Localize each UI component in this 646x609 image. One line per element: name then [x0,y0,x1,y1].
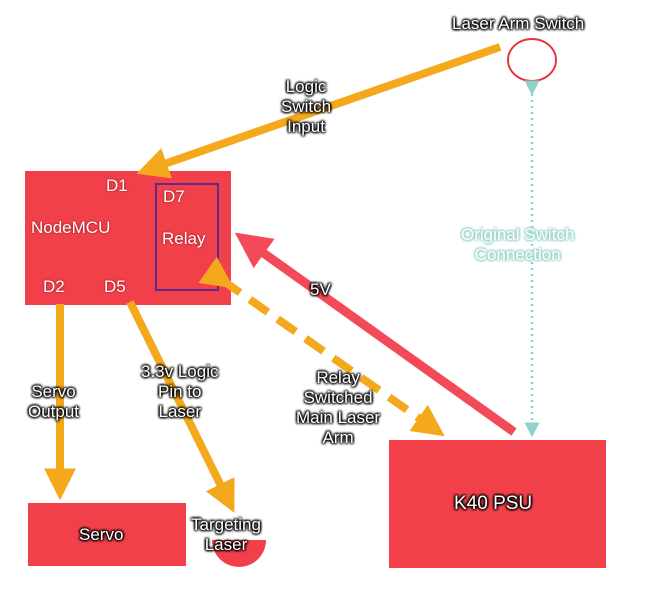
logic-switch-line-3: Input [287,117,325,136]
logic-switch-line-1: Logic [285,77,327,96]
original-switch-connection-label: Original Switch Connection [461,225,574,265]
relay-outline [155,183,219,291]
targeting-laser-line-2: Laser [204,535,248,554]
logic-pin-line-2: Pin to [158,382,202,401]
relay-switched-line-3: Main Laser [296,408,381,427]
five-v-label: 5V [310,280,331,299]
targeting-laser-shape [212,540,266,567]
logic-pin-line-1: 3.3v Logic [141,362,219,381]
logic-pin-line-3: Laser [158,402,202,421]
laser-arm-switch-label: Laser Arm Switch [452,14,585,33]
relay-switched-line-1: Relay [316,368,360,387]
pin-d1-label: D1 [106,176,128,195]
targeting-laser-line-1: Targeting [191,515,261,534]
servo-label: Servo [79,525,124,544]
servo-output-line-1: Servo [31,382,76,401]
logic-pin-label: 3.3v Logic Pin to Laser [141,362,219,422]
psu-box [389,440,606,568]
original-switch-line-1: Original Switch [461,225,575,244]
nodemcu-label: NodeMCU [31,218,111,237]
nodemcu-box [25,171,231,305]
relay-label: Relay [162,229,206,248]
relay-switched-line-4: Arm [322,428,354,447]
pin-d7-label: D7 [163,187,185,206]
logic-switch-input-label: Logic Switch Input [281,77,331,137]
pin-d2-label: D2 [43,277,65,296]
servo-output-line-2: Output [28,402,80,421]
relay-switched-line-2: Switched [303,388,373,407]
targeting-laser-label: Targeting Laser [191,515,261,555]
original-switch-line-2: Connection [474,245,561,264]
logic-switch-line-2: Switch [281,97,332,116]
five-v-arrow [234,232,517,436]
pin-d5-label: D5 [104,277,126,296]
relay-switched-arrow [198,256,445,437]
relay-switched-label: Relay Switched Main Laser Arm [296,368,380,448]
laser-arm-switch-circle [507,38,557,82]
psu-label: K40 PSU [454,493,533,514]
servo-box [28,503,186,566]
servo-output-label: Servo Output [28,382,79,422]
logic-switch-arrow [136,43,502,179]
logic-pin-arrow [126,300,235,513]
